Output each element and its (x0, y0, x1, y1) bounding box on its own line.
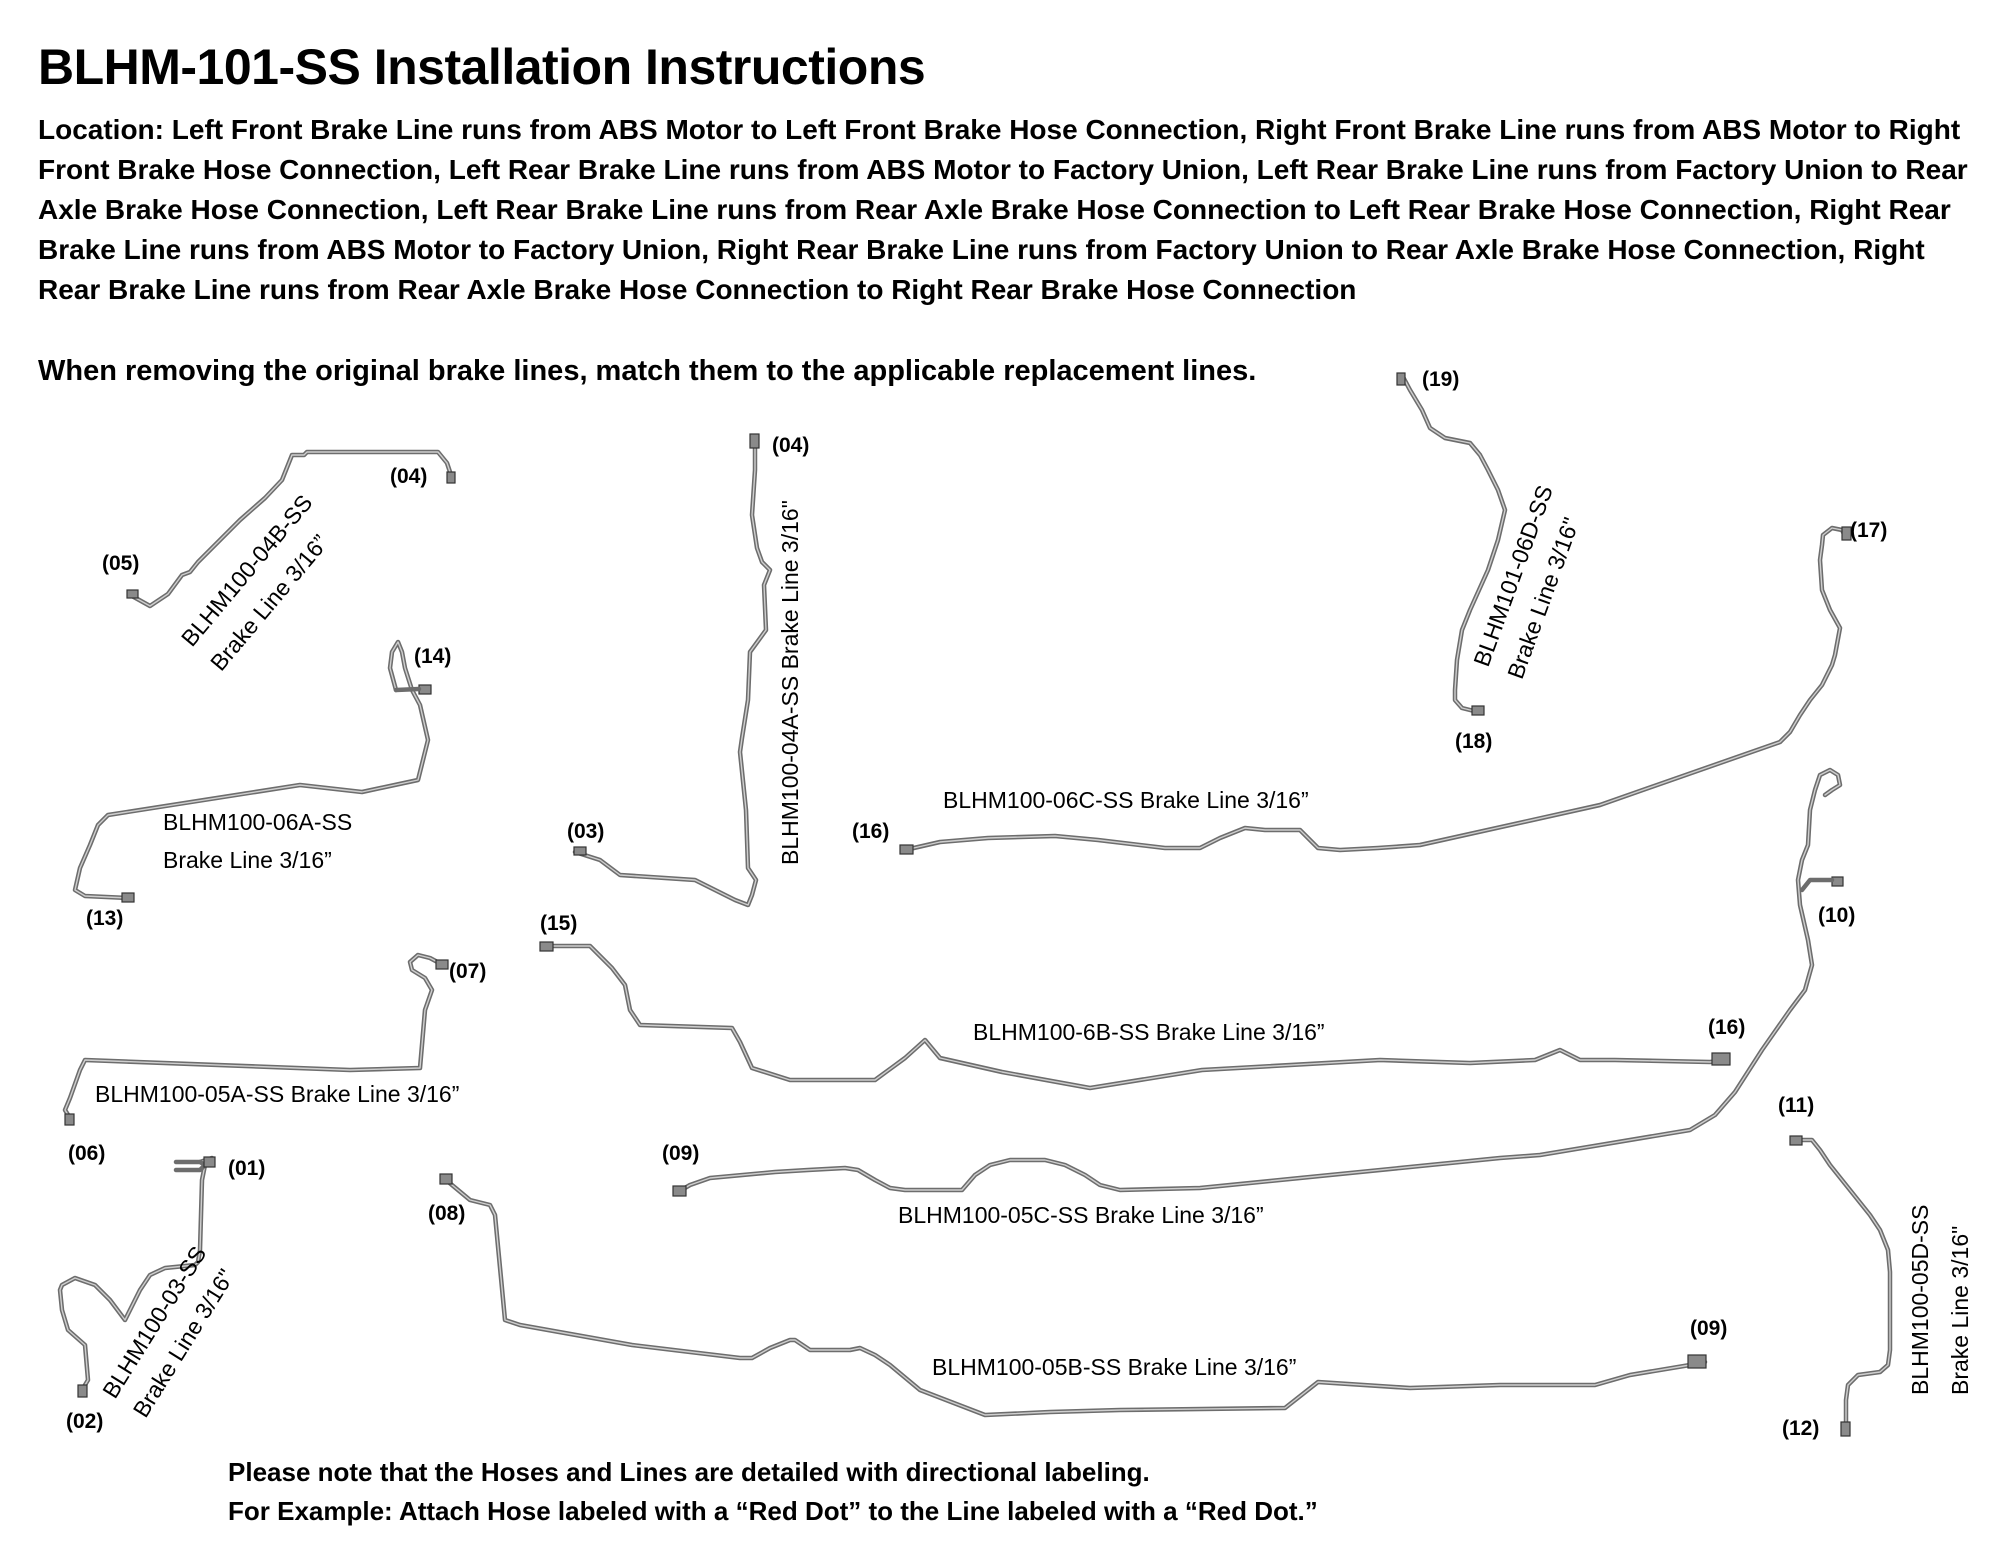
port-label: (16) (852, 820, 889, 843)
port-label: (11) (1778, 1094, 1814, 1117)
line-size: Brake Line 3/16” (163, 847, 332, 873)
line-part-number: BLHM100-06A-SS (163, 809, 352, 835)
port-label: (12) (1782, 1417, 1819, 1440)
brake-line-6b: (15) (16) BLHM100-6B-SS Brake Line 3/16” (539, 912, 1745, 1091)
note-line-1: Please note that the Hoses and Lines are… (228, 1457, 1150, 1487)
brake-line-05c: (09) (10) BLHM100-05C-SS Brake Line 3/16… (662, 767, 1855, 1228)
port-label: (09) (1690, 1317, 1727, 1340)
line-part-number: BLHM100-05C-SS Brake Line 3/16” (898, 1202, 1264, 1228)
port-label: (04) (390, 465, 427, 488)
brake-line-04a: (04) (03) BLHM100-04A-SS Brake Line 3/16… (567, 433, 809, 908)
line-part-number: BLHM100-05D-SS (1907, 1205, 1933, 1395)
port-label: (05) (102, 552, 139, 575)
port-label: (14) (414, 645, 451, 668)
note: Please note that the Hoses and Lines are… (228, 1453, 1318, 1531)
brake-line-06c: (16) (17) BLHM100-06C-SS Brake Line 3/16… (852, 519, 1887, 855)
line-part-number: BLHM100-06C-SS Brake Line 3/16” (943, 787, 1309, 813)
port-label: (04) (772, 434, 809, 457)
port-label: (16) (1708, 1016, 1745, 1039)
line-part-number: BLHM100-05A-SS Brake Line 3/16” (95, 1081, 459, 1107)
port-label: (01) (228, 1157, 265, 1180)
line-part-number: BLHM100-05B-SS Brake Line 3/16” (932, 1354, 1296, 1380)
port-label: (15) (540, 912, 577, 935)
port-label: (07) (449, 960, 486, 983)
brake-line-04b: (05) (04) BLHM100-04B-SS Brake Line 3/16… (102, 449, 456, 676)
port-label: (13) (86, 907, 123, 930)
brake-line-06d: (19) (18) BLHM101-06D-SS Brake Line 3/16… (1396, 368, 1584, 753)
port-label: (08) (428, 1202, 465, 1225)
brake-line-03: (01) (02) BLHM100-03-SS Brake Line 3/16" (57, 1155, 265, 1433)
line-part-number: BLHM100-6B-SS Brake Line 3/16” (973, 1019, 1325, 1045)
brake-line-05a: (07) (06) BLHM100-05A-SS Brake Line 3/16… (62, 952, 486, 1165)
brake-line-06a: (14) (13) BLHM100-06A-SS Brake Line 3/16… (72, 639, 451, 930)
brake-line-05d: (11) (12) BLHM100-05D-SS Brake Line 3/16… (1778, 1094, 1973, 1440)
note-line-2: For Example: Attach Hose labeled with a … (228, 1496, 1318, 1526)
port-label: (02) (66, 1410, 103, 1433)
port-label: (09) (662, 1142, 699, 1165)
line-part-number: BLHM100-04A-SS Brake Line 3/16" (777, 500, 803, 865)
port-label: (17) (1850, 519, 1887, 542)
brake-line-05b: (08) (09) BLHM100-05B-SS Brake Line 3/16… (428, 1173, 1727, 1418)
line-size: Brake Line 3/16" (1947, 1226, 1973, 1395)
location-description: Location: Left Front Brake Line runs fro… (38, 114, 1968, 305)
page-title: BLHM-101-SS Installation Instructions (38, 39, 926, 95)
port-label: (06) (68, 1142, 105, 1165)
port-label: (03) (567, 820, 604, 843)
port-label: (18) (1455, 730, 1492, 753)
instruction-text: When removing the original brake lines, … (38, 355, 1257, 387)
port-label: (10) (1818, 904, 1855, 927)
port-label: (19) (1422, 368, 1459, 391)
